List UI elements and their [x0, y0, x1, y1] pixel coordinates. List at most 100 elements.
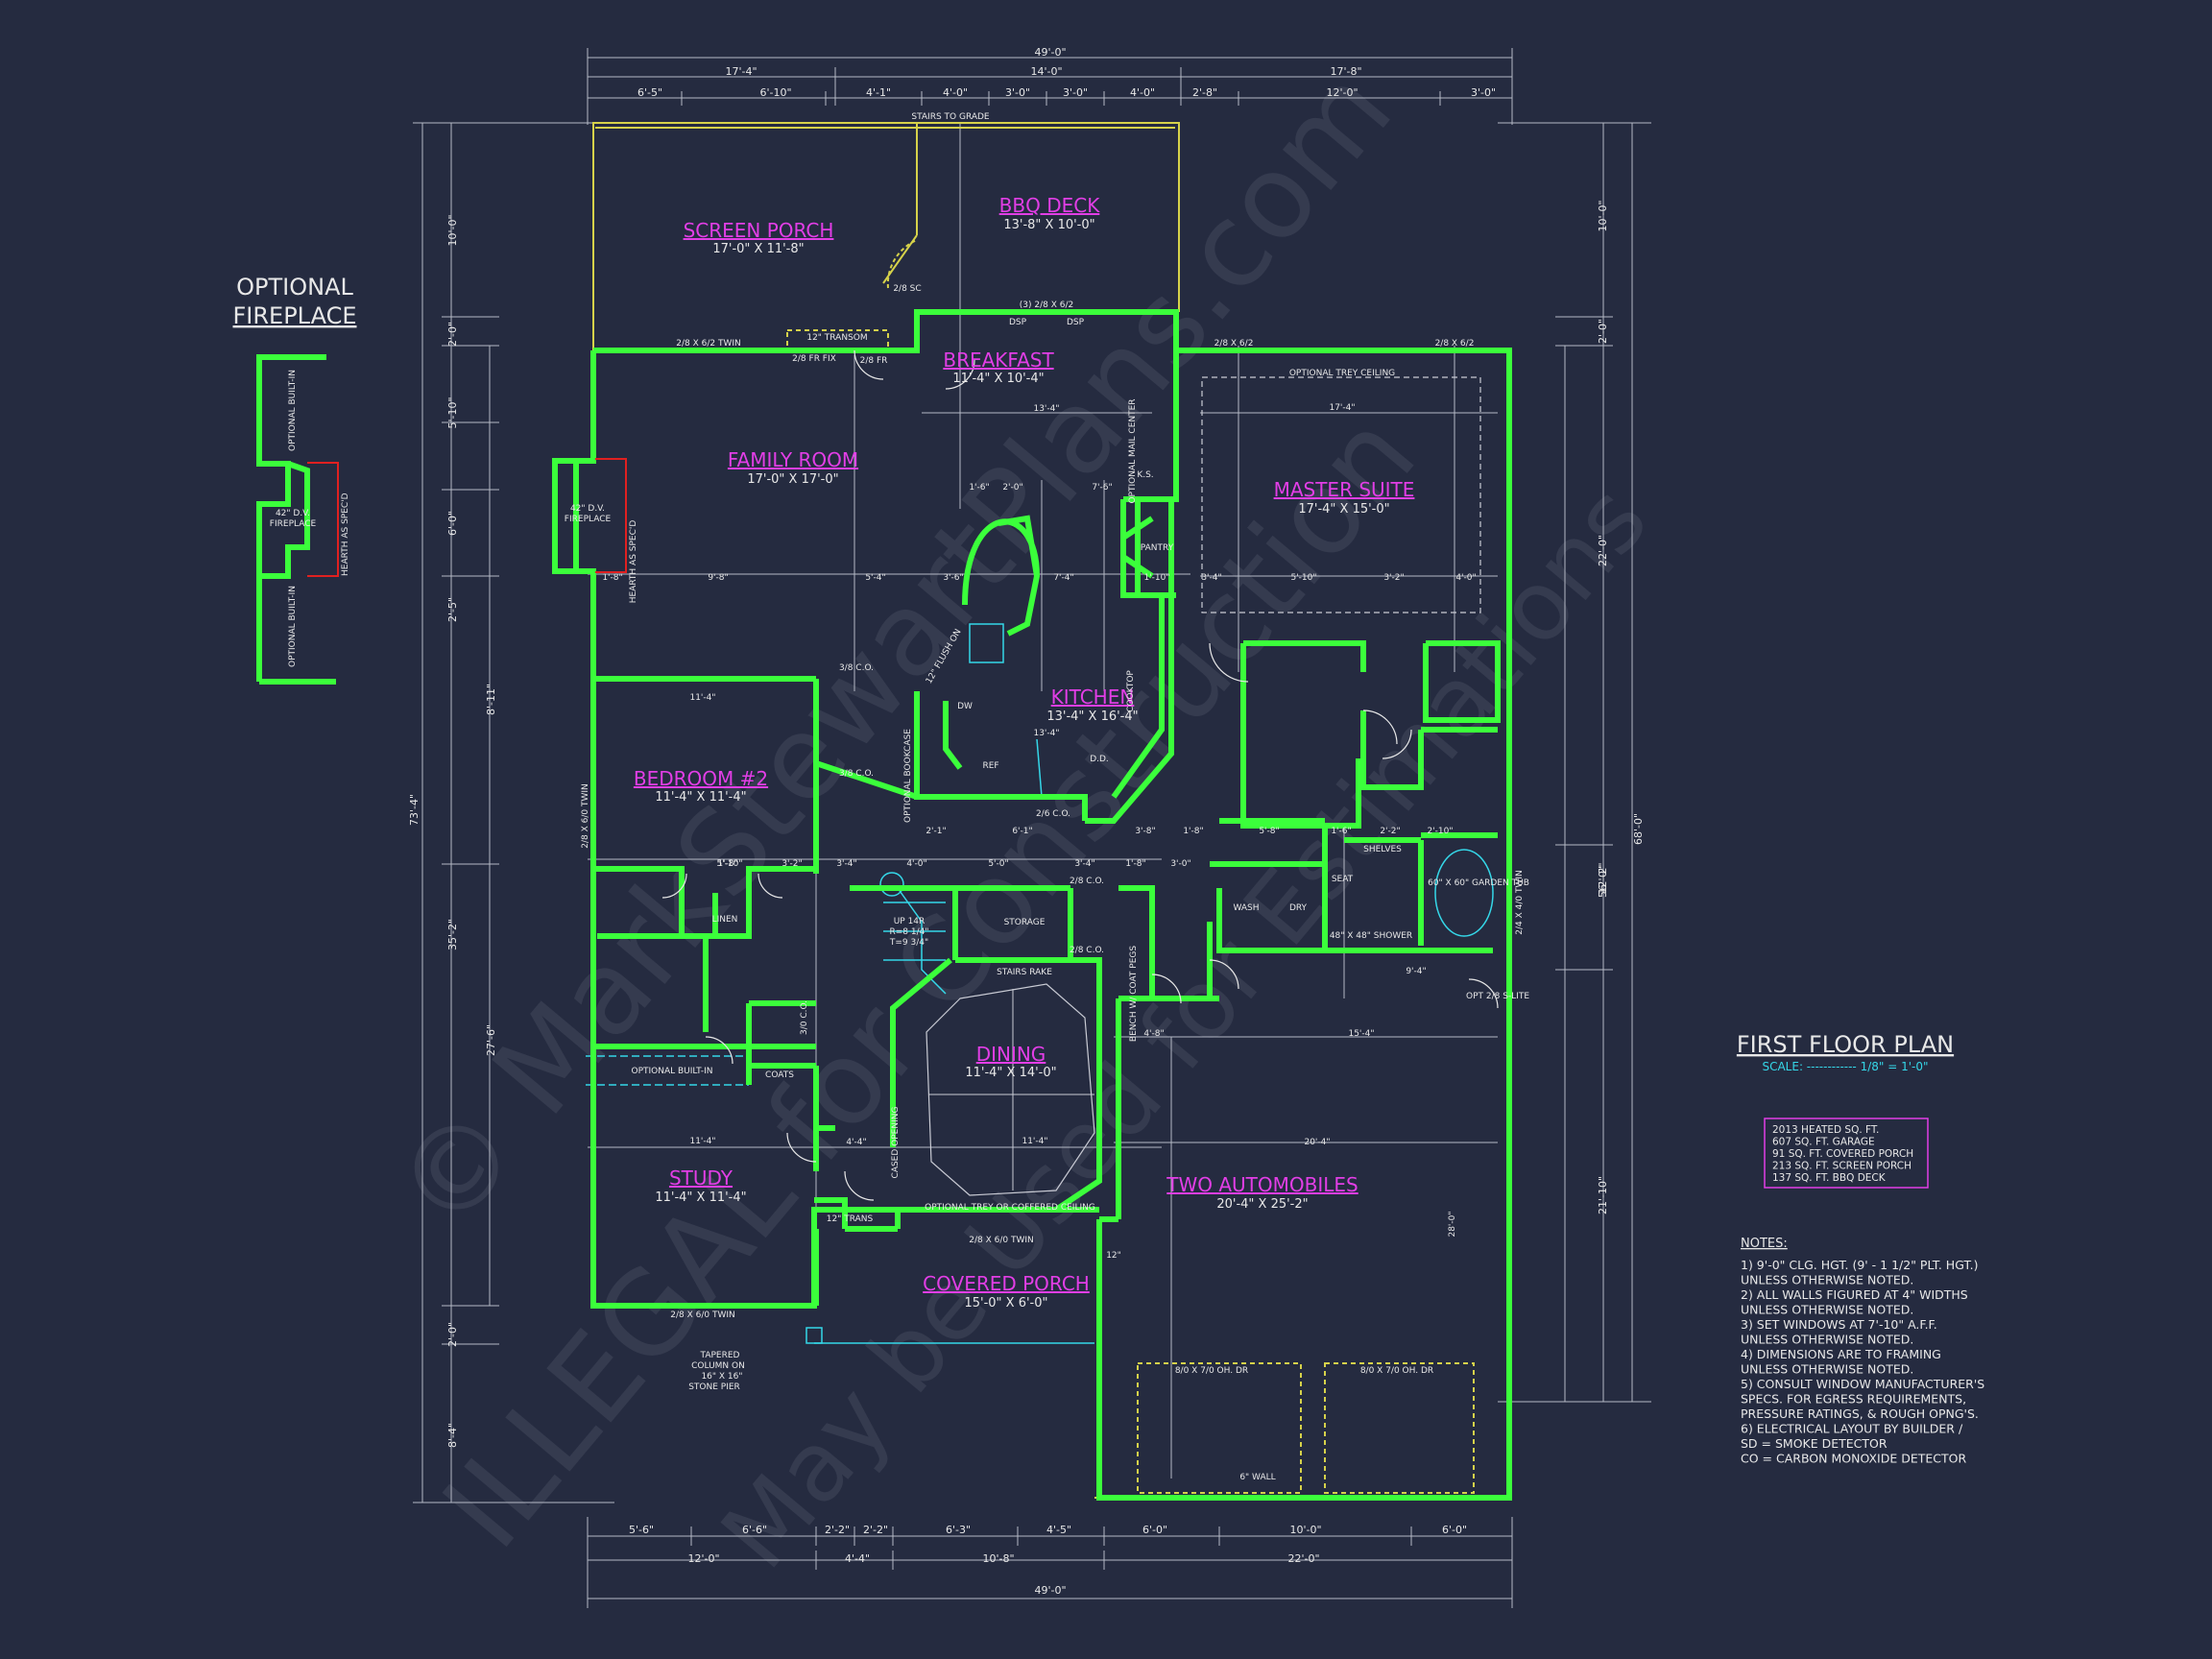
dim-top-row-1: 17'-4"14'-0"17'-8"	[725, 65, 1361, 78]
annotation-tapered-col2: COLUMN ON	[691, 1361, 745, 1371]
dim-bottom-row-1-item: 2'-2"	[863, 1524, 888, 1536]
annotation-co-26: 2/6 C.O.	[1036, 809, 1070, 819]
annotation-tapered-col1: TAPERED	[700, 1351, 740, 1360]
optional-built-in-label-2: OPTIONAL BUILT-IN	[288, 586, 298, 667]
annotation-d-5-4: 5'-4"	[865, 573, 885, 583]
dim-left-item: 6'-0"	[446, 511, 459, 536]
dim-top-row-1-item: 14'-0"	[1030, 65, 1062, 78]
annotation-hearth: HEARTH AS SPEC'D	[629, 520, 638, 604]
walls	[256, 309, 1512, 1501]
bbq-deck-name: BBQ DECK	[999, 194, 1101, 217]
annotation-cased-opening: CASED OPENING	[891, 1107, 901, 1179]
breakfast-name: BREAKFAST	[943, 349, 1054, 372]
annotation-shelves: SHELVES	[1363, 845, 1402, 854]
annotation-d-3-4b: 3'-4"	[836, 859, 856, 869]
annotation-co-28: 2/8 C.O.	[1070, 877, 1104, 886]
dim-right-item: 10'-0"	[1597, 200, 1609, 231]
annotation-co-36b: 3/8 C.O.	[839, 769, 874, 779]
annotation-tread: T=9 3/4"	[889, 938, 928, 948]
annotation-d-2-2a: 2'-2"	[1380, 827, 1400, 836]
annotation-stairs-rake: STAIRS RAKE	[997, 968, 1052, 977]
annotation-d-11-4c: 11'-4"	[1022, 1137, 1047, 1146]
family-room-name: FAMILY ROOM	[728, 448, 858, 471]
annotation-dsp2: DSP	[1067, 318, 1085, 327]
annotation-garden-tub: 60" X 60" GARDEN TUB	[1428, 878, 1529, 888]
dim-bottom-row-1-item: 10'-0"	[1289, 1524, 1321, 1536]
annotation-twin-286-porch: 2/8 X 6/0 TWIN	[969, 1236, 1034, 1245]
optional-fireplace-heading-line-2: FIREPLACE	[232, 302, 356, 329]
note-line: UNLESS OTHERWISE NOTED.	[1741, 1333, 1913, 1347]
annotation-m-3-2: 3'-2"	[1383, 573, 1404, 583]
annotation-co-30: 3/0 C.O.	[800, 1000, 809, 1035]
annotation-d-12: 12"	[1106, 1251, 1121, 1261]
dim-top-row-2-item: 4'-0"	[943, 86, 968, 99]
kitchen-name: KITCHEN	[1051, 685, 1135, 709]
dim-left-item: 5'-10"	[446, 397, 459, 428]
annotation-pantry: PANTRY	[1141, 543, 1174, 553]
dim-right-overall: 68'-0"	[1632, 813, 1645, 845]
covered-porch-name: COVERED PORCH	[923, 1272, 1090, 1295]
dim-top-row-2-item: 4'-1"	[866, 86, 891, 99]
dim-left-overall: 73'-4"	[408, 794, 421, 826]
dim-bottom-row-2-item: 4'-4"	[845, 1552, 870, 1565]
dim-bottom-row-2-item: 10'-8"	[982, 1552, 1014, 1565]
annotation-d-4-8: 4'-8"	[1143, 1029, 1164, 1039]
dim-left-lower: 27'-6"	[485, 1024, 497, 1056]
annotation-d-1-10: 1'-10"	[1143, 573, 1169, 583]
optional-fireplace-heading-line-1: OPTIONAL	[236, 274, 353, 301]
annotation-cooktop: COOKTOP	[1126, 670, 1136, 712]
note-line: SD = SMOKE DETECTOR	[1741, 1436, 1887, 1451]
annotation-d-1-8c: 1'-8"	[1125, 859, 1145, 869]
dim-top-row-2: 6'-5"6'-10"4'-1"4'-0"3'-0"3'-0"4'-0"2'-8…	[637, 86, 1496, 99]
area-summary-line: 2013 HEATED SQ. FT.	[1772, 1124, 1879, 1136]
bedroom-2-name: BEDROOM #2	[634, 767, 768, 790]
fireplace-42-label-2: FIREPLACE	[270, 519, 317, 529]
annotation-dw: DW	[957, 702, 973, 711]
dim-bottom-row-2-item: 12'-0"	[687, 1552, 719, 1565]
annotation-up-14r: UP 14R	[894, 917, 926, 926]
annotation-linen: LINEN	[712, 915, 738, 925]
annotation-opt-slite: OPT 2/8 S-LITE	[1466, 992, 1529, 1001]
annotation-d-13-4b: 13'-4"	[1033, 729, 1059, 738]
note-line: 4) DIMENSIONS ARE TO FRAMING	[1741, 1347, 1941, 1361]
annotation-twin-286-study: 2/8 X 6/0 TWIN	[670, 1310, 735, 1320]
annotation-d-11-4b: 11'-4"	[689, 1137, 715, 1146]
area-summary-line: 607 SQ. FT. GARAGE	[1772, 1137, 1875, 1148]
study-size: 11'-4" X 11'-4"	[655, 1190, 746, 1205]
notes-heading: NOTES:	[1741, 1237, 1788, 1251]
dim-left-item: 8'-4"	[446, 1423, 459, 1448]
bedroom-2-size: 11'-4" X 11'-4"	[655, 790, 746, 805]
optional-built-in-label-1: OPTIONAL BUILT-IN	[288, 370, 298, 451]
annotation-d-6-1: 6'-1"	[1012, 827, 1032, 836]
screen-porch-name: SCREEN PORCH	[684, 219, 834, 242]
annotation-d-2-1: 2'-1"	[926, 827, 946, 836]
annotation-d-28-0: 28'-0"	[1448, 1211, 1457, 1237]
dim-left-item: 2'-0"	[446, 1322, 459, 1347]
annotation-trans-12: 12" TRANS	[827, 1214, 874, 1224]
dim-left-item: 2'-5"	[446, 597, 459, 622]
dim-right-items: 10'-0"2'-0"12'-2"	[1597, 200, 1609, 894]
dining-size: 11'-4" X 14'-0"	[965, 1066, 1056, 1080]
annotation-d-1-8: 1'-8"	[602, 573, 622, 583]
annotation-d-2-0: 2'-0"	[1002, 483, 1022, 493]
annotation-dry: DRY	[1289, 903, 1308, 913]
annotation-d-1-6: 1'-6"	[969, 483, 989, 493]
dim-bottom-row-1-item: 6'-6"	[742, 1524, 767, 1536]
dim-bottom-overall: 49'-0"	[1034, 1584, 1066, 1597]
annotation-garage-door1: 8/0 X 7/0 OH. DR	[1175, 1366, 1248, 1376]
dim-left-upper: 8'-11"	[485, 684, 497, 715]
annotation-fireplace-42: 42" D.V.	[570, 504, 605, 514]
dim-top-row-2-item: 6'-5"	[637, 86, 662, 99]
annotation-garage-door2: 8/0 X 7/0 OH. DR	[1360, 1366, 1433, 1376]
area-summary-line: 213 SQ. FT. SCREEN PORCH	[1772, 1161, 1911, 1172]
master-suite-name: MASTER SUITE	[1274, 478, 1415, 501]
notes-list: 1) 9'-0" CLG. HGT. (9' - 1 1/2" PLT. HGT…	[1741, 1258, 1984, 1466]
annotation-fr-fix: 2/8 FR FIX	[792, 354, 836, 364]
annotation-dsp1: DSP	[1009, 318, 1027, 327]
dim-right-lower: 21'-10"	[1597, 1176, 1609, 1214]
annotation-sc-28: 2/8 SC	[893, 284, 921, 294]
family-room-size: 17'-0" X 17'-0"	[747, 472, 838, 487]
annotation-d-11-4a: 11'-4"	[689, 693, 715, 703]
annotation-storage: STORAGE	[1004, 918, 1046, 927]
